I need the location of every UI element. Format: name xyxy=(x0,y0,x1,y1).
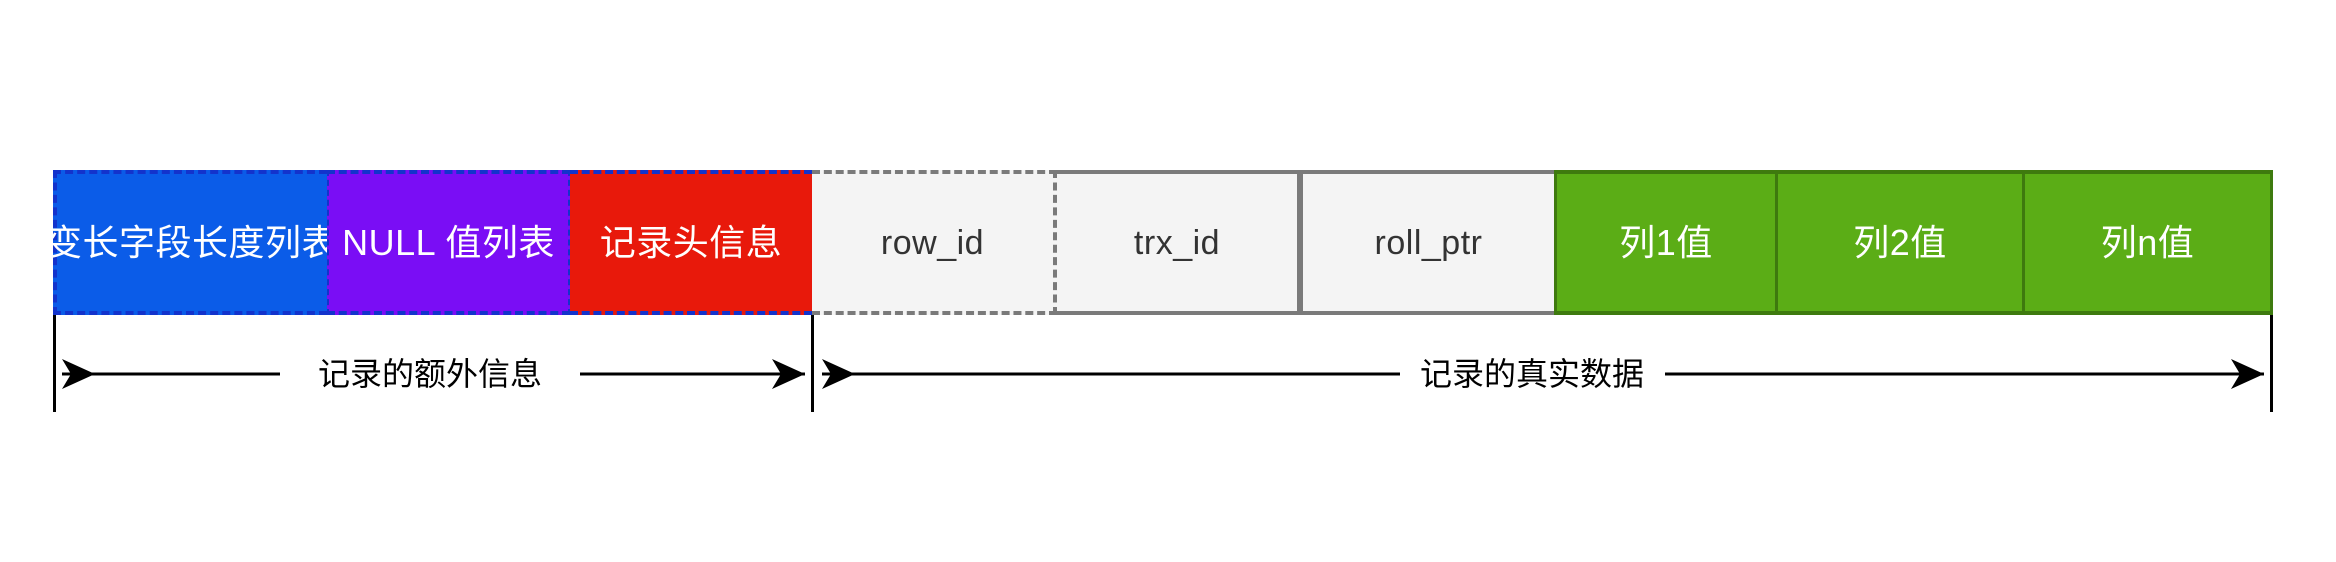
span-label-real-data: 记录的真实数据 xyxy=(1403,358,1661,390)
segment-row-id: row_id xyxy=(812,170,1057,315)
segment-label: trx_id xyxy=(1133,223,1221,262)
span-label-extra-info: 记录的额外信息 xyxy=(301,358,559,390)
segment-label: 列1值 xyxy=(1619,221,1713,263)
segment-label: 列2值 xyxy=(1853,221,1947,263)
segment-label: 列n值 xyxy=(2100,221,2195,263)
segment-label: 变长字段长度列表 xyxy=(46,221,339,263)
segment-label: row_id xyxy=(880,223,985,262)
segment-trx-id: trx_id xyxy=(1057,170,1300,315)
segment-null-value-list: NULL 值列表 xyxy=(327,170,570,315)
segment-label: NULL 值列表 xyxy=(342,221,555,263)
record-format-bar: 变长字段长度列表 NULL 值列表 记录头信息 row_id trx_id ro… xyxy=(46,170,2273,315)
segment-column-n-value: 列n值 xyxy=(2025,170,2273,315)
segment-record-header: 记录头信息 xyxy=(570,170,812,315)
segment-label: roll_ptr xyxy=(1374,223,1483,262)
segment-roll-ptr: roll_ptr xyxy=(1300,170,1554,315)
segment-column-1-value: 列1值 xyxy=(1554,170,1778,315)
segment-label: 记录头信息 xyxy=(599,221,783,263)
segment-column-2-value: 列2值 xyxy=(1778,170,2025,315)
segment-var-len-field-list: 变长字段长度列表 xyxy=(46,170,338,315)
